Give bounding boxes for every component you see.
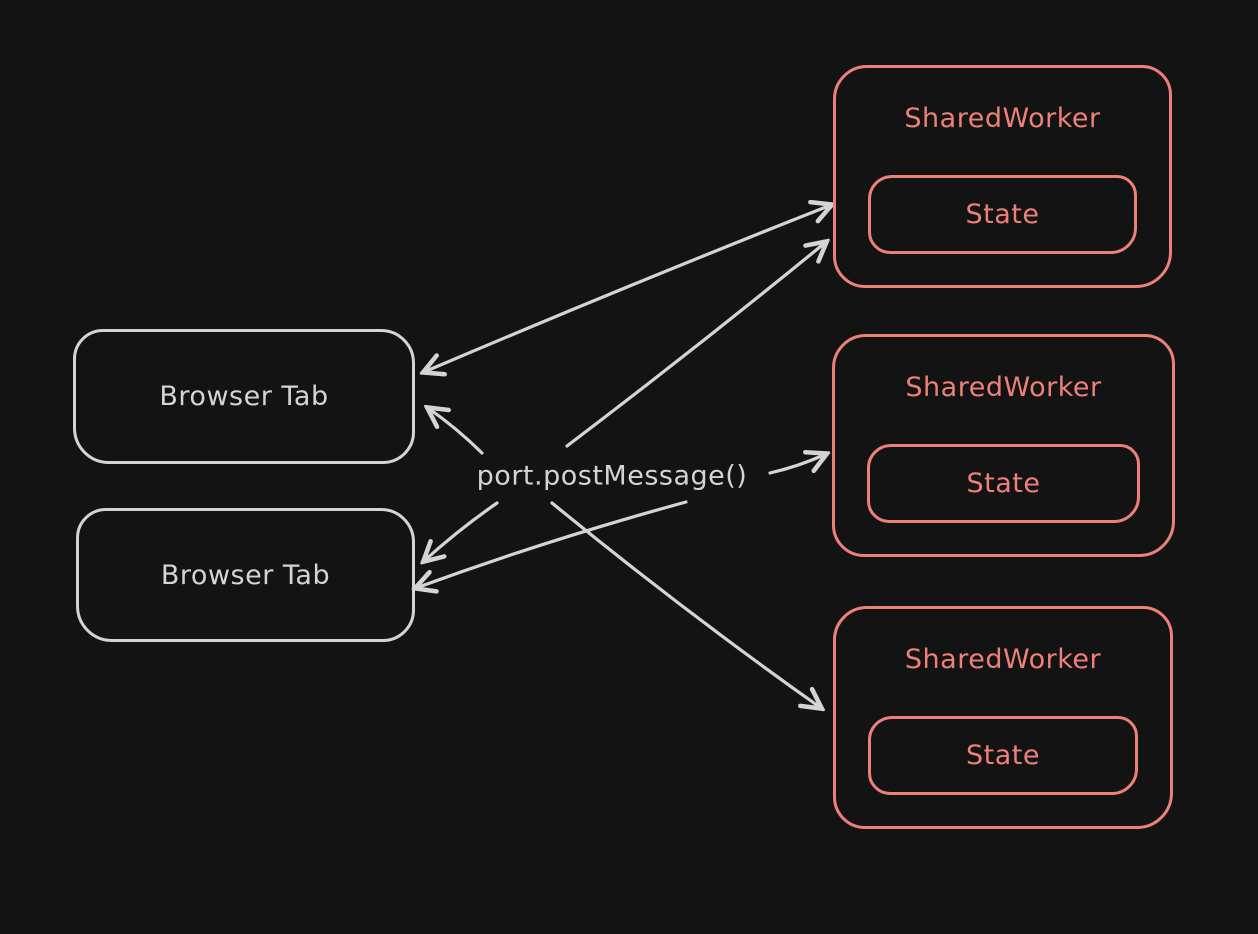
shared-worker-1-label: SharedWorker (904, 102, 1101, 134)
shared-worker-1-box: SharedWorker State (833, 65, 1172, 288)
shared-worker-3-box: SharedWorker State (833, 606, 1173, 829)
browser-tab-1-label: Browser Tab (159, 381, 329, 412)
shared-worker-1-state-box: State (867, 175, 1138, 254)
browser-tab-2-box: Browser Tab (76, 508, 415, 642)
shared-worker-2-state-label: State (966, 468, 1041, 499)
shared-worker-2-box: SharedWorker State (832, 334, 1175, 557)
arrow-message_label-to-shared_worker_2 (768, 454, 826, 475)
browser-tab-1-box: Browser Tab (73, 329, 415, 464)
post-message-label: port.postMessage() (476, 460, 748, 492)
shared-worker-2-label: SharedWorker (905, 371, 1102, 403)
arrow-message_label-to-browser_tab_2 (416, 500, 688, 588)
arrow-message_label-to-shared_worker_3 (550, 501, 821, 708)
shared-worker-3-state-box: State (867, 716, 1139, 795)
shared-worker-3-label: SharedWorker (904, 643, 1102, 675)
shared-worker-1-state-label: State (965, 199, 1040, 230)
arrow-message_label-to-browser_tab_2 (424, 501, 499, 561)
shared-worker-2-state-box: State (867, 444, 1140, 523)
arrow-message_label-to-shared_worker_1 (565, 242, 826, 448)
browser-tab-2-label: Browser Tab (160, 559, 331, 591)
arrow-browser_tab_1-to-shared_worker_1 (424, 205, 831, 372)
arrow-message_label-to-browser_tab_1 (428, 408, 484, 455)
shared-worker-3-state-label: State (966, 740, 1040, 771)
